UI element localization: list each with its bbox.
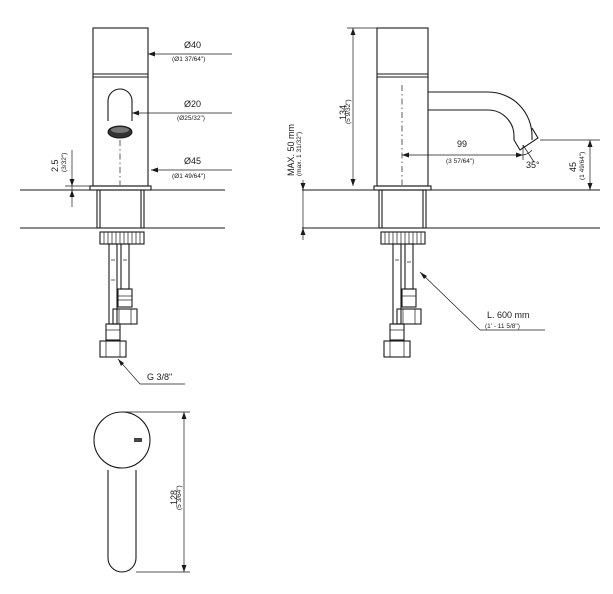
top-view — [93, 411, 151, 573]
dim-max50-label: MAX. 50 mm — [286, 124, 296, 176]
brand-mark — [134, 438, 142, 442]
dim-thread-label: G 3/8" — [147, 372, 172, 382]
dim-hose-inch: (1' - 11 5/8") — [485, 323, 520, 330]
front-hose-right — [120, 243, 130, 290]
side-hose-right — [404, 243, 414, 290]
dim-h134-inch: (5 9/32") — [345, 99, 352, 124]
dim-d45-label: Ø45 — [184, 156, 201, 166]
dim-d40-inch: (Ø1 37/64") — [172, 56, 205, 63]
dim-angle-label: 35° — [526, 160, 540, 170]
dim-d40-label: Ø40 — [184, 40, 201, 50]
dim-h45-label: 45 — [568, 162, 578, 172]
spout-outer — [428, 91, 533, 140]
dim-len128-inch: (5 3/64") — [176, 485, 183, 510]
side-faucet-body — [376, 27, 429, 187]
front-fitting-left — [99, 340, 127, 358]
front-base-flange — [89, 185, 152, 191]
dim-reach99-inch: (3 57/64") — [446, 158, 474, 165]
countertop-side — [302, 189, 600, 229]
dim-h25-label: 2.5 — [50, 159, 60, 172]
side-fitting-right — [396, 308, 422, 325]
thread-leader — [117, 358, 185, 385]
front-nut — [99, 231, 145, 245]
side-shank — [378, 189, 427, 229]
side-dimensions — [300, 27, 600, 331]
dim-max50-inch: (max. 1 31/32") — [296, 132, 303, 176]
front-shank — [96, 189, 145, 229]
top-dimensions — [122, 411, 190, 573]
spout-inner — [428, 109, 515, 140]
countertop-front — [20, 189, 225, 229]
front-fitting-right — [112, 308, 138, 325]
dim-hose-label: L. 600 mm — [487, 310, 530, 320]
dim-h45-inch: (1 49/64") — [579, 152, 586, 180]
side-view — [373, 27, 539, 358]
dim-d20-inch: (Ø25/32") — [177, 115, 205, 122]
dim-h134-label: 134 — [338, 105, 348, 120]
front-faucet-body — [92, 27, 149, 187]
dim-d45-inch: (Ø1 49/64") — [172, 173, 205, 180]
side-fitting-left — [383, 340, 411, 358]
dim-d20-label: Ø20 — [184, 99, 201, 109]
top-spout — [107, 470, 137, 573]
front-view — [89, 27, 152, 358]
dim-reach99-label: 99 — [457, 139, 467, 149]
side-base-flange — [373, 185, 432, 191]
front-dimensions — [65, 51, 232, 207]
sensor-window — [107, 88, 133, 121]
side-nut — [380, 231, 426, 245]
dim-len128-label: 128 — [169, 490, 179, 505]
dim-h25-inch: (3/32") — [61, 153, 68, 172]
